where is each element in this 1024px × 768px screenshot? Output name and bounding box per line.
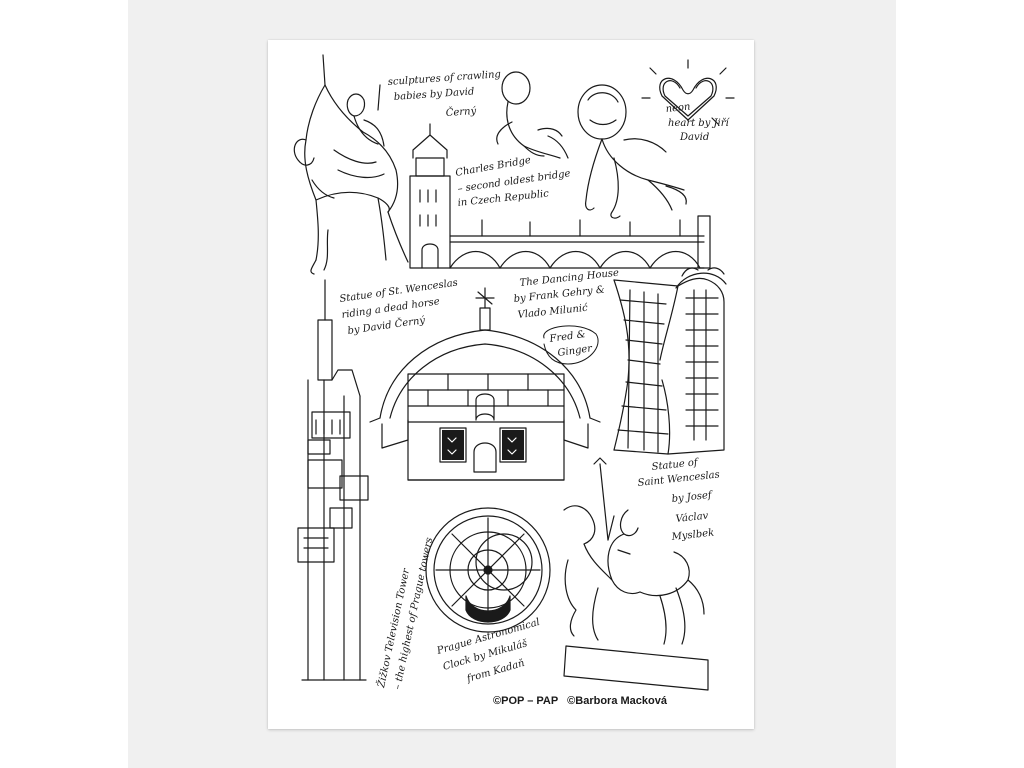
caption-statue-2: Saint Wenceslas [637, 469, 720, 489]
caption-heart-2: heart by Jiří [668, 118, 731, 129]
hanging-horse-drawing [293, 54, 409, 275]
poster-illustration: sculptures of crawling babies by David Č… [293, 54, 735, 691]
svg-text:Vlado Milunić: Vlado Milunić [517, 303, 588, 321]
neon-heart-drawing [641, 59, 735, 125]
svg-text:by Josef: by Josef [671, 490, 714, 505]
zizkov-tower-drawing [297, 279, 369, 681]
caption-dancing-3: Vlado Milunić [517, 303, 588, 321]
svg-text:Černý: Černý [445, 105, 477, 119]
caption-babies-3: Černý [445, 105, 477, 119]
astronomical-clock-building-drawing [369, 287, 601, 481]
credit-artist: ©Barbora Macková [567, 695, 667, 707]
caption-statue-4: Václav [675, 511, 709, 525]
credit-publisher: ©POP – PAP [493, 695, 559, 707]
svg-text:neon: neon [665, 101, 691, 115]
svg-text:babies by David: babies by David [393, 86, 474, 103]
svg-text:Statue of: Statue of [651, 457, 700, 473]
svg-text:Saint Wenceslas: Saint Wenceslas [637, 469, 720, 489]
svg-text:sculptures of crawling: sculptures of crawling [387, 69, 501, 88]
caption-dancing-1: The Dancing House [519, 268, 619, 289]
svg-text:heart by Jiří: heart by Jiří [668, 118, 731, 129]
dancing-house-drawing [613, 267, 727, 455]
svg-text:Václav: Václav [675, 511, 709, 525]
svg-text:Fred &: Fred & [548, 329, 586, 345]
caption-dancing-4: Fred & [548, 329, 586, 345]
crawling-babies-drawing [496, 71, 687, 219]
svg-text:David: David [679, 132, 709, 143]
svg-text:Myslbek: Myslbek [670, 528, 715, 543]
caption-horse-1: Statue of St. Wenceslas [339, 277, 459, 304]
caption-babies-2: babies by David [393, 86, 474, 103]
prague-poster: sculptures of crawling babies by David Č… [268, 40, 754, 729]
caption-babies-1: sculptures of crawling [387, 69, 501, 88]
caption-statue-1: Statue of [651, 457, 700, 473]
caption-heart-1: neon [665, 101, 691, 115]
svg-text:The Dancing House: The Dancing House [519, 268, 619, 289]
svg-text:Ginger: Ginger [557, 343, 594, 359]
svg-text:Statue of St. Wenceslas: Statue of St. Wenceslas [339, 277, 459, 304]
astronomical-clock-dial-drawing [425, 507, 551, 633]
caption-statue-5: Myslbek [670, 528, 715, 543]
credits: ©POP – PAP ©Barbora Macková [493, 695, 676, 707]
charles-bridge-drawing [409, 123, 711, 269]
caption-statue-3: by Josef [671, 490, 714, 505]
caption-dancing-5: Ginger [557, 343, 594, 359]
wenceslas-statue-drawing [563, 457, 709, 691]
caption-heart-3: David [679, 132, 709, 143]
